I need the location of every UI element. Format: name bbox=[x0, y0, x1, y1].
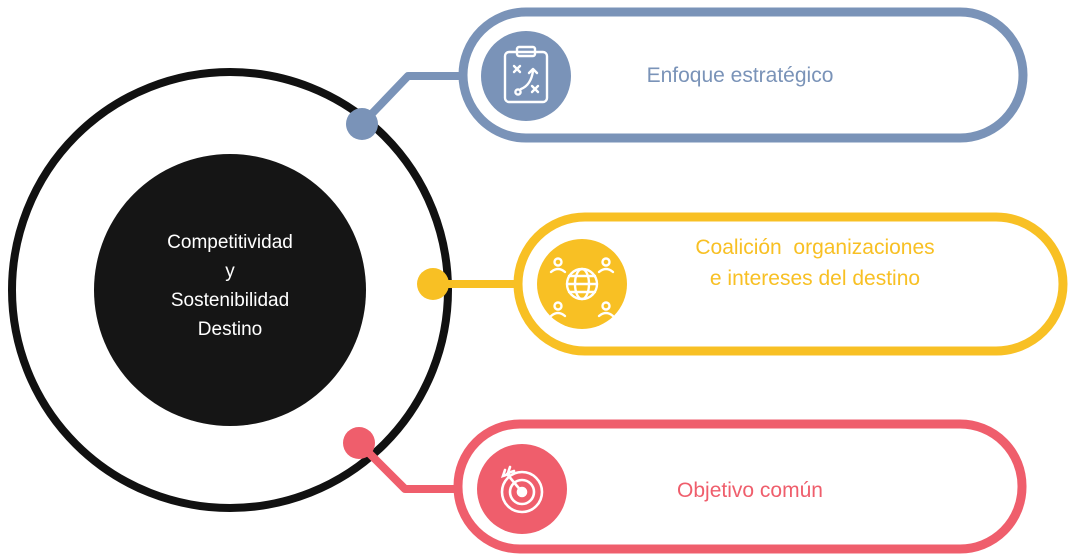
label-enfoque-estrategico-line-1: Enfoque estratégico bbox=[646, 64, 834, 87]
label-enfoque-estrategico: Enfoque estratégico bbox=[590, 60, 890, 91]
label-coalicion-line-1: Coalición organizaciones bbox=[695, 236, 935, 259]
strategy-clipboard-icon bbox=[503, 45, 549, 104]
item-enfoque-estrategico bbox=[346, 7, 1028, 143]
connector-dot-coalicion-organizaciones bbox=[417, 268, 449, 300]
connector-dot-objetivo-comun bbox=[343, 427, 375, 459]
item-objetivo-comun bbox=[343, 419, 1027, 554]
target-icon bbox=[500, 465, 544, 514]
item-coalicion-organizaciones bbox=[417, 212, 1068, 356]
center-line-1: Competitividad bbox=[167, 232, 293, 253]
icon-badge-enfoque-estrategico bbox=[481, 31, 571, 121]
outer-ring bbox=[8, 68, 452, 512]
center-line-3: Sostenibilidad bbox=[170, 290, 290, 311]
connector-dot-enfoque-estrategico bbox=[346, 108, 378, 140]
label-coalicion-organizaciones: Coalición organizaciones e intereses del… bbox=[630, 232, 1000, 294]
label-objetivo-comun: Objetivo común bbox=[620, 475, 880, 506]
connector-objetivo-comun bbox=[356, 440, 458, 493]
label-coalicion-line-2: e intereses del destino bbox=[709, 267, 921, 290]
center-disc bbox=[94, 154, 366, 426]
global-network-icon bbox=[549, 257, 615, 318]
center-title: Competitividad y Sostenibilidad Destino bbox=[102, 228, 358, 344]
center-line-2: y bbox=[225, 261, 235, 282]
center-line-4: Destino bbox=[197, 319, 263, 340]
connector-enfoque-estrategico bbox=[359, 72, 463, 127]
label-objetivo-comun-line-1: Objetivo común bbox=[677, 479, 823, 502]
